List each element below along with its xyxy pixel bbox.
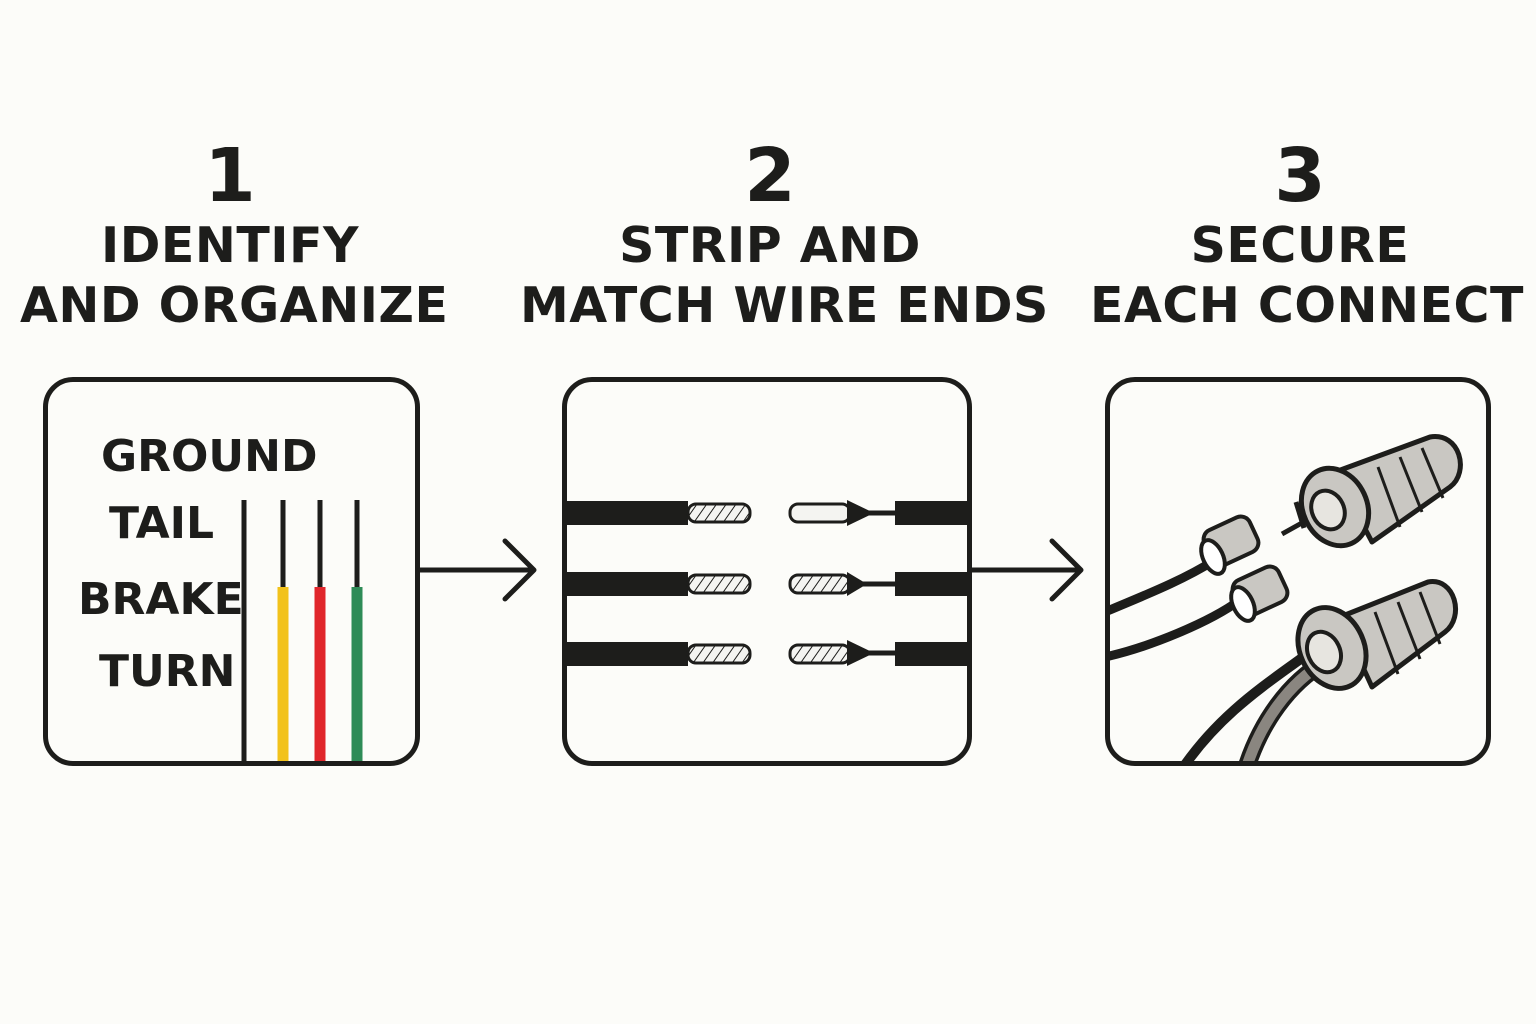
wire-pair-1: [567, 500, 967, 526]
ferrule-upper: [1199, 514, 1261, 576]
wire-nut-illustration: [1110, 434, 1463, 761]
strip-wires-panel: [562, 377, 972, 766]
ferrule-lower: [1229, 564, 1290, 623]
step-1-number: 1: [204, 133, 256, 219]
step-2-number: 2: [744, 133, 796, 219]
identify-wires-panel: GROUND TAIL BRAKE TURN: [43, 377, 420, 766]
step-2-title-line-1: STRIP AND: [619, 217, 921, 274]
step-3-title-line-2: EACH CONNECT: [1090, 277, 1524, 334]
arrow-right-icon: [969, 538, 1084, 602]
wire-label-brake: BRAKE: [78, 574, 244, 625]
black-wire-lower: [1181, 647, 1315, 761]
step-1-heading: 1 IDENTIFY AND ORGANIZE: [20, 133, 449, 336]
wire-pair-3: [567, 640, 967, 666]
black-wire-middle: [1110, 595, 1245, 661]
step-3-number: 3: [1274, 133, 1326, 219]
arrow-right-icon: [417, 538, 537, 602]
wire-nut-upper: [1280, 434, 1463, 549]
secure-connections-panel: [1105, 377, 1491, 766]
wire-label-ground: GROUND: [101, 431, 318, 482]
step-1-title-line-2: AND ORGANIZE: [20, 277, 449, 334]
wire-nut-lower: [1295, 579, 1458, 691]
wire-pair-2: [567, 572, 967, 596]
step-1-title-line-1: IDENTIFY: [101, 217, 359, 274]
step-3-heading: 3 SECURE EACH CONNECT: [1090, 133, 1524, 336]
wire-label-tail: TAIL: [109, 498, 215, 549]
stripped-wires-illustration: [567, 500, 967, 666]
step-2-heading: 2 STRIP AND MATCH WIRE ENDS: [520, 133, 1049, 336]
wire-bundle-illustration: [241, 500, 363, 761]
step-2-title-line-2: MATCH WIRE ENDS: [520, 277, 1049, 334]
step-3-title-line-1: SECURE: [1190, 217, 1410, 274]
wire-label-turn: TURN: [99, 646, 236, 697]
black-wire-upper: [1110, 555, 1220, 615]
